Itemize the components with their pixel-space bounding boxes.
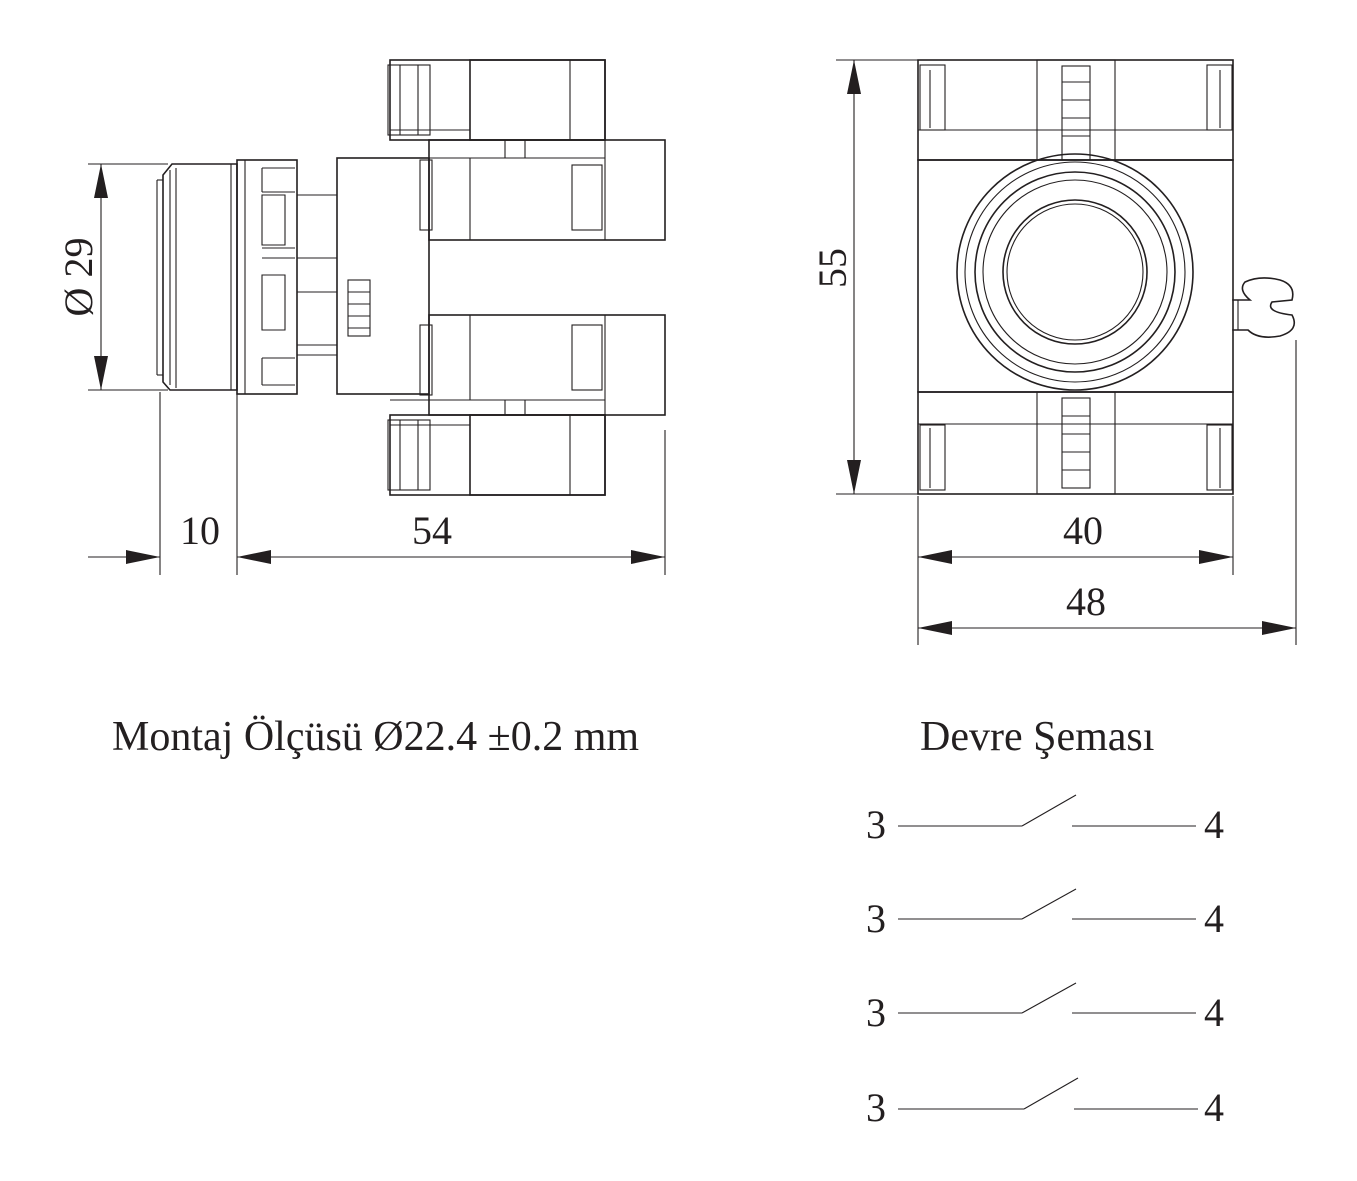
front-top-blocks	[917, 59, 1234, 161]
dimension-body-width: 40	[917, 496, 1234, 645]
side-view: Ø 29 10 54	[56, 59, 666, 575]
terminal-left: 3	[866, 990, 886, 1035]
contact-row: 3 4	[866, 888, 1224, 941]
dim-total-width-label: 48	[1066, 579, 1106, 624]
latch-key	[1232, 277, 1296, 338]
terminal-left: 3	[866, 896, 886, 941]
contact-row: 3 4	[866, 982, 1224, 1035]
terminal-right: 4	[1204, 1085, 1224, 1130]
mounting-adapter	[336, 157, 430, 395]
contact-row: 3 4	[866, 794, 1224, 847]
button-cap	[156, 163, 238, 391]
bezel-ring	[236, 159, 337, 395]
terminal-right: 4	[1204, 896, 1224, 941]
dimension-diameter: Ø 29	[56, 163, 168, 391]
terminal-right: 4	[1204, 802, 1224, 847]
dimension-depth: 10 54	[88, 392, 666, 575]
dim-diameter-label: Ø 29	[56, 238, 101, 317]
circuit-caption: Devre Şeması	[920, 714, 1154, 760]
contact-blocks	[387, 59, 666, 496]
dim-body-length-label: 54	[412, 508, 452, 553]
front-button	[956, 153, 1194, 391]
terminal-right: 4	[1204, 990, 1224, 1035]
dim-height-label: 55	[810, 248, 855, 288]
dimension-height: 55	[810, 59, 918, 495]
front-bottom-blocks	[917, 391, 1234, 495]
terminal-left: 3	[866, 1085, 886, 1130]
front-view: 55 40 48	[810, 59, 1297, 645]
mounting-caption: Montaj Ölçüsü Ø22.4 ±0.2 mm	[112, 714, 639, 760]
terminal-left: 3	[866, 802, 886, 847]
dim-body-width-label: 40	[1063, 508, 1103, 553]
dimension-total-width: 48	[918, 340, 1297, 645]
circuit-schematic: 3 4 3 4 3 4 3 4	[866, 794, 1224, 1130]
contact-row: 3 4	[866, 1077, 1224, 1130]
dim-button-depth-label: 10	[180, 508, 220, 553]
